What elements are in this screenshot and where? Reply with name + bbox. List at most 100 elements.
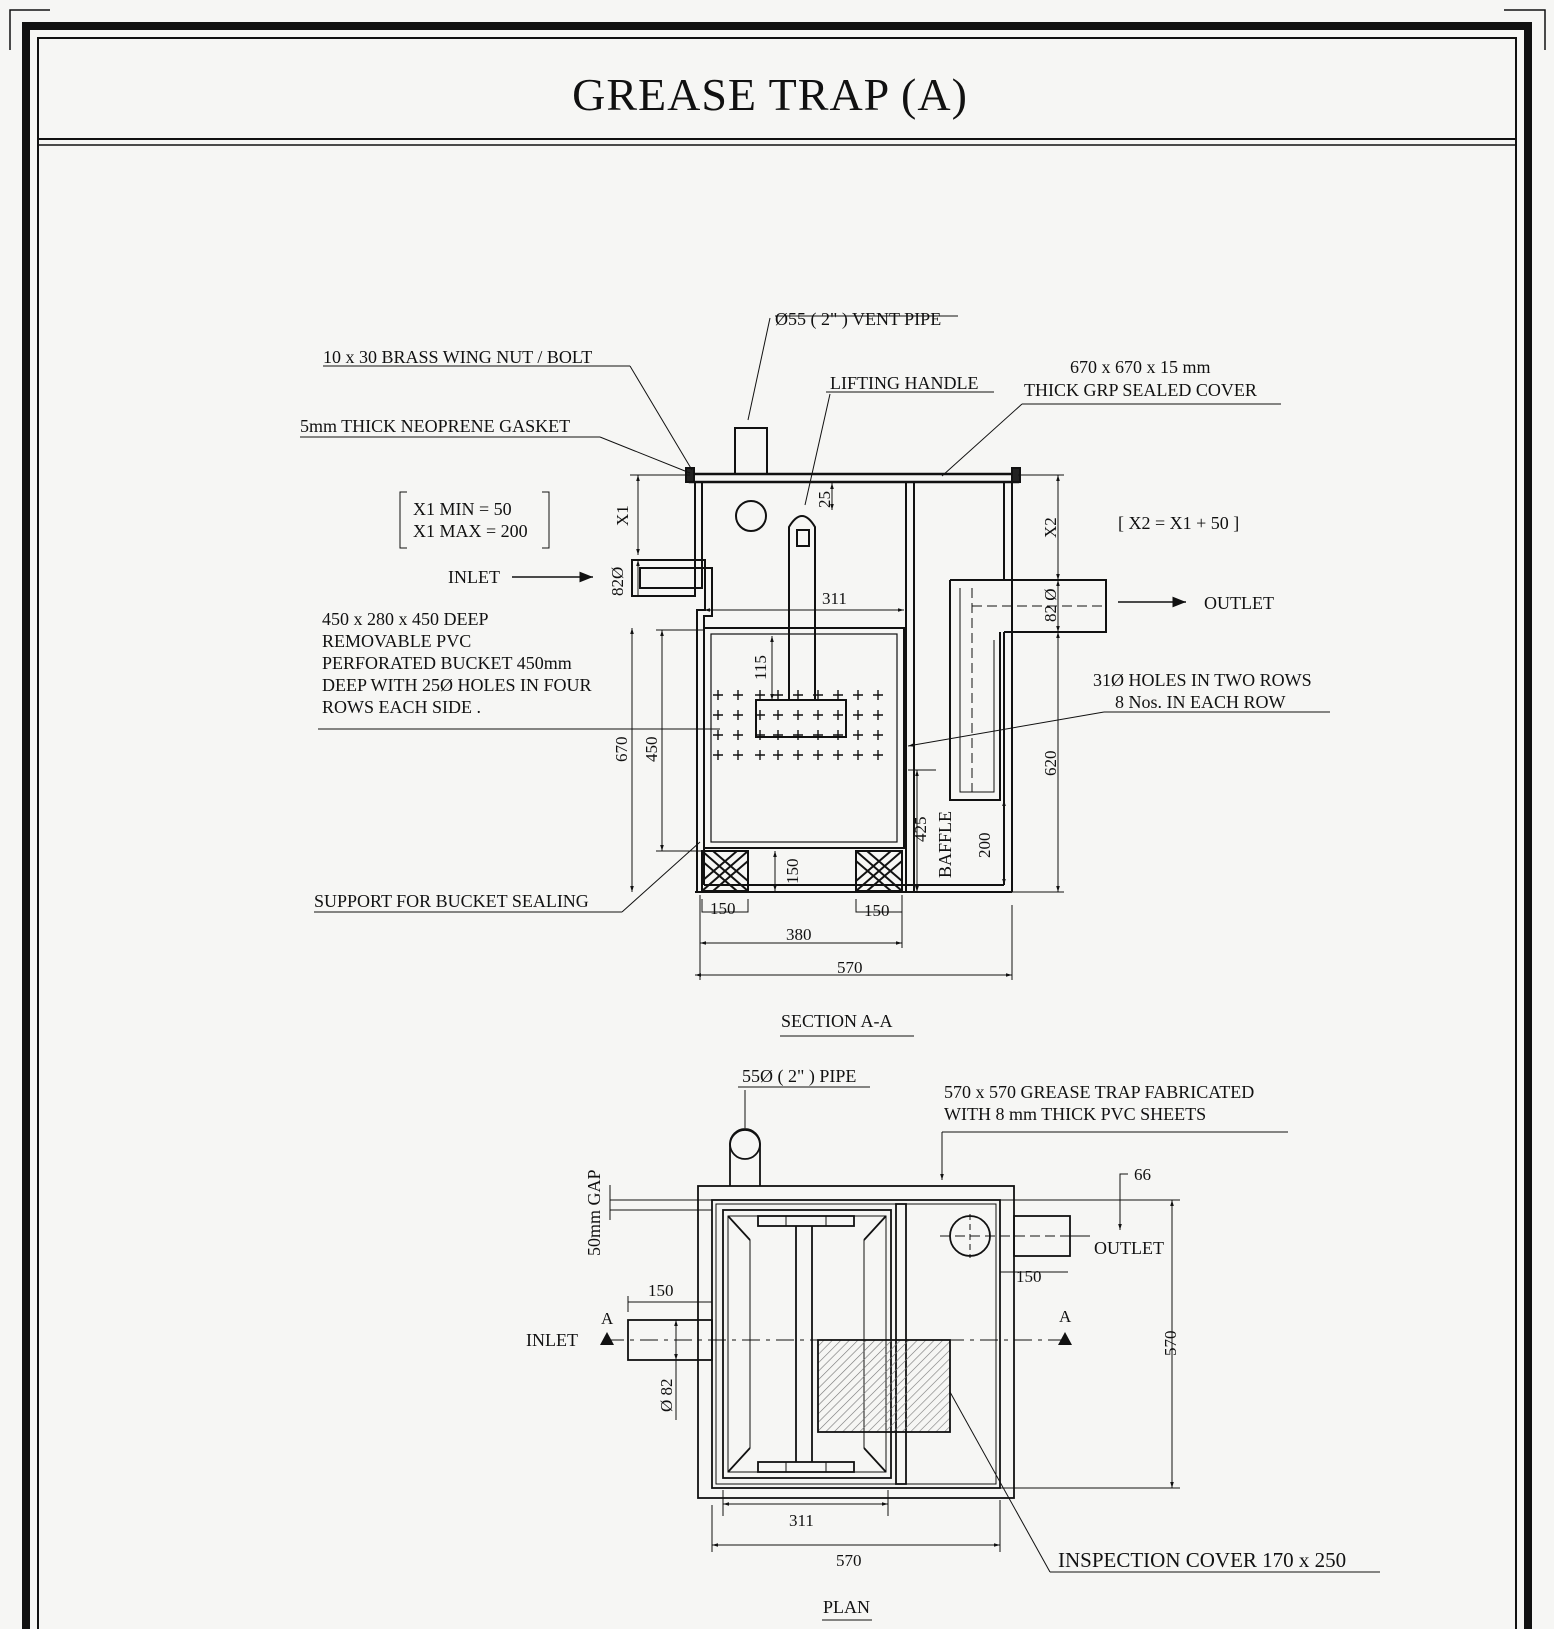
perforation-hole	[853, 750, 863, 760]
perforation-hole	[853, 690, 863, 700]
label-x1-max: X1 MAX = 200	[413, 521, 528, 541]
perforation-hole	[873, 710, 883, 720]
label-bucket-5: ROWS EACH SIDE .	[322, 697, 481, 717]
perforation-hole	[873, 690, 883, 700]
label-gasket: 5mm THICK NEOPRENE GASKET	[300, 416, 570, 436]
label-fabricated-1: 570 x 570 GREASE TRAP FABRICATED	[944, 1082, 1254, 1102]
perforation-hole	[793, 750, 803, 760]
label-bucket-2: REMOVABLE PVC	[322, 631, 471, 651]
bucket-perforations	[713, 690, 883, 760]
dim-66: 66	[1134, 1165, 1151, 1184]
label-bucket-1: 450 x 280 x 450 DEEP	[322, 609, 489, 629]
label-vent-pipe: Ø55 ( 2" ) VENT PIPE	[775, 309, 941, 330]
bucket-support-left	[701, 850, 749, 892]
perforation-hole	[755, 750, 765, 760]
dim-570-section: 570	[837, 958, 863, 977]
dim-620: 620	[1041, 751, 1060, 777]
sheet-frame	[9, 9, 1546, 1629]
plan-vent-pipe	[729, 1129, 761, 1186]
dim-x1: X1	[613, 505, 632, 526]
dim-570-plan-horizontal: 570	[836, 1551, 862, 1570]
label-baffle: BAFFLE	[935, 811, 955, 878]
label-cover-size: 670 x 670 x 15 mm	[1070, 357, 1211, 377]
plan-heading: PLAN	[823, 1597, 870, 1617]
label-bucket-3: PERFORATED BUCKET 450mm	[322, 653, 572, 673]
dim-150-mid: 150	[783, 859, 802, 885]
perforation-hole	[773, 730, 783, 740]
label-inlet-plan: INLET	[526, 1330, 578, 1350]
label-support: SUPPORT FOR BUCKET SEALING	[314, 891, 589, 911]
dim-150-left: 150	[710, 899, 736, 918]
perforation-hole	[873, 750, 883, 760]
perforation-hole	[873, 730, 883, 740]
outlet-pipe	[1004, 579, 1107, 633]
label-wing-nut: 10 x 30 BRASS WING NUT / BOLT	[323, 347, 592, 367]
perforation-hole	[755, 730, 765, 740]
perforation-hole	[733, 730, 743, 740]
grp-cover	[688, 472, 1020, 484]
label-inlet-section: INLET	[448, 567, 500, 587]
perforation-hole	[853, 710, 863, 720]
page-title: GREASE TRAP (A)	[572, 69, 968, 120]
perforation-hole	[713, 690, 723, 700]
label-holes-2: 8 Nos. IN EACH ROW	[1115, 692, 1286, 712]
dim-150-right: 150	[864, 901, 890, 920]
dim-82-outlet: 82 Ø	[1041, 588, 1060, 622]
dim-25: 25	[815, 491, 834, 508]
perforation-hole	[733, 750, 743, 760]
dim-150-outlet: 150	[1016, 1267, 1042, 1286]
dim-670: 670	[612, 737, 631, 763]
plan-outer	[697, 1185, 1015, 1499]
perforation-hole	[833, 710, 843, 720]
perforation-hole	[773, 710, 783, 720]
perforation-hole	[793, 690, 803, 700]
section-marker-right	[1058, 1332, 1072, 1345]
label-lifting-handle: LIFTING HANDLE	[830, 373, 978, 393]
perforation-hole	[773, 690, 783, 700]
lifting-handle	[788, 515, 816, 700]
dim-115: 115	[751, 655, 770, 680]
vent-pipe	[734, 427, 768, 475]
bucket-support-right	[855, 850, 903, 892]
perforation-hole	[853, 730, 863, 740]
perforation-hole	[793, 730, 803, 740]
section-view	[631, 427, 1107, 893]
dim-200: 200	[975, 833, 994, 859]
label-inspection-cover: INSPECTION COVER 170 x 250	[1058, 1548, 1346, 1572]
section-marker-left	[600, 1332, 614, 1345]
dim-311-section: 311	[822, 589, 847, 608]
label-plan-pipe: 55Ø ( 2" ) PIPE	[742, 1066, 856, 1087]
perforation-hole	[713, 730, 723, 740]
dim-380: 380	[786, 925, 812, 944]
tank-left-wall	[631, 482, 706, 892]
perforation-hole	[813, 690, 823, 700]
section-heading: SECTION A-A	[781, 1011, 893, 1031]
label-section-a-right: A	[1059, 1307, 1072, 1326]
dim-x2: X2	[1041, 517, 1060, 538]
label-bucket-4: DEEP WITH 25Ø HOLES IN FOUR	[322, 675, 592, 695]
label-outlet-section: OUTLET	[1204, 593, 1274, 613]
perforation-hole	[813, 730, 823, 740]
label-x1-min: X1 MIN = 50	[413, 499, 512, 519]
perforation-hole	[713, 750, 723, 760]
dim-425: 425	[911, 817, 930, 843]
label-holes-1: 31Ø HOLES IN TWO ROWS	[1093, 670, 1312, 690]
dim-570-plan-vertical: 570	[1161, 1331, 1180, 1357]
label-outlet-plan: OUTLET	[1094, 1238, 1164, 1258]
dim-311-plan: 311	[789, 1511, 814, 1530]
inspection-cover	[817, 1339, 951, 1433]
vent-pipe-opening	[735, 500, 767, 532]
baffle	[905, 481, 915, 893]
dim-82-inlet: 82Ø	[608, 567, 627, 596]
section-leaders	[300, 315, 1330, 1037]
dim-82-plan: Ø 82	[657, 1378, 676, 1412]
dim-450: 450	[642, 737, 661, 763]
bucket	[703, 627, 905, 849]
plan-view	[627, 1128, 1071, 1499]
dim-150-inlet: 150	[648, 1281, 674, 1300]
label-cover-type: THICK GRP SEALED COVER	[1024, 380, 1257, 400]
label-fabricated-2: WITH 8 mm THICK PVC SHEETS	[944, 1104, 1206, 1124]
label-gap: 50mm GAP	[584, 1169, 604, 1256]
perforation-hole	[773, 750, 783, 760]
